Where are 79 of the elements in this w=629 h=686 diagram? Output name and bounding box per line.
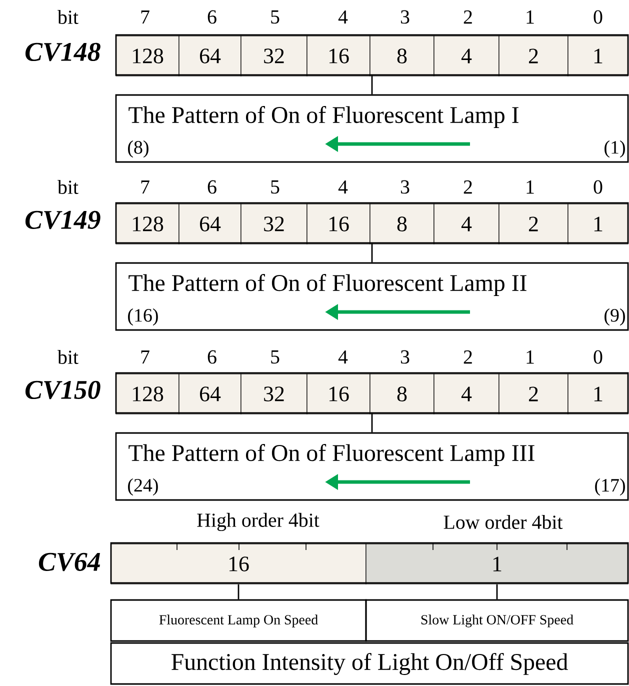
bit-label: 1	[526, 350, 534, 364]
bit-label: 5	[271, 350, 280, 364]
node-label: (24)	[128, 478, 158, 496]
bit-cell: 4	[434, 374, 500, 414]
bit-cell: 4	[434, 36, 500, 76]
bit-cell: 32	[240, 36, 308, 76]
bit-cell: 1	[366, 544, 628, 584]
bit-cell: 32	[240, 204, 308, 244]
node-label: (9)	[604, 308, 625, 326]
bit-label: 2	[464, 10, 472, 24]
register-name: CV150	[26, 380, 100, 400]
bit-label: 2	[464, 350, 472, 364]
node-label: The Pattern of On of Fluorescent Lamp III	[128, 444, 534, 466]
bit-label: 1	[526, 10, 534, 24]
bit-label: 7	[141, 180, 150, 194]
bit-cell: 64	[178, 204, 242, 244]
bit-label: 0	[594, 10, 602, 24]
bit-label: bit	[57, 350, 78, 364]
bit-label: 5	[271, 10, 280, 24]
connector-line	[238, 584, 240, 600]
bit-cell: 8	[370, 204, 434, 244]
bit-label: 7	[141, 10, 150, 24]
bit-cell: 128	[116, 374, 180, 414]
description-box: The Pattern of On of Fluorescent Lamp II (16) (9)	[115, 262, 629, 331]
bit-label: bit	[57, 10, 78, 24]
bit-label: High order 4bit	[197, 512, 320, 532]
bit-cell: 128	[116, 36, 180, 76]
bit-label: 3	[400, 180, 410, 194]
bit-label: bit	[57, 180, 78, 194]
bit-cell: 1	[568, 204, 628, 244]
register-name: CV64	[38, 552, 100, 572]
bit-cell: 64	[178, 374, 242, 414]
node-label: (16)	[128, 308, 158, 326]
bit-label: 4	[338, 10, 348, 24]
description-box: The Pattern of On of Fluorescent Lamp I (8) (1)	[115, 94, 629, 163]
bit-label: 6	[208, 10, 216, 24]
description-box: Function Intensity of Light On/Off Speed	[110, 642, 629, 685]
bit-cell: 1	[568, 36, 628, 76]
bit-cell: 8	[370, 374, 434, 414]
bit-cell: 32	[240, 374, 308, 414]
node-label: The Pattern of On of Fluorescent Lamp I	[128, 106, 518, 128]
node-label: The Pattern of On of Fluorescent Lamp II	[128, 274, 526, 296]
bit-cell: 128	[116, 204, 180, 244]
bit-label: 5	[271, 180, 280, 194]
connector-line	[371, 76, 373, 94]
bit-cell: 16	[306, 204, 370, 244]
bit-cell: 2	[498, 204, 568, 244]
bit-cell: 1	[568, 374, 628, 414]
bit-label: 4	[338, 180, 348, 194]
bit-cell: 16	[306, 374, 370, 414]
bit-label: 4	[338, 350, 348, 364]
bit-cell: 8	[370, 36, 434, 76]
bit-cell: 2	[498, 374, 568, 414]
connector-line	[371, 414, 373, 432]
node-label: (1)	[604, 140, 625, 158]
bit-label: 2	[464, 180, 472, 194]
description-box: Slow Light ON/OFF Speed	[365, 599, 629, 642]
bit-label: 7	[141, 350, 150, 364]
bit-label: 1	[526, 180, 534, 194]
register-name: CV149	[26, 210, 100, 230]
bit-label: Low order 4bit	[444, 514, 563, 529]
bit-cell: 2	[498, 36, 568, 76]
connector-line	[496, 584, 498, 600]
bit-label: 0	[594, 180, 602, 194]
node-label: (8)	[128, 140, 148, 158]
bit-cell: 16	[110, 544, 366, 584]
bit-cell: 4	[434, 204, 500, 244]
node-label: (17)	[595, 478, 625, 496]
bit-label: 0	[594, 350, 602, 364]
bit-label: 6	[208, 180, 216, 194]
bit-label: 3	[400, 10, 410, 24]
description-box: Fluorescent Lamp On Speed	[110, 599, 367, 642]
connector-line	[371, 244, 373, 262]
bit-cell: 64	[178, 36, 242, 76]
bit-label: 6	[208, 350, 216, 364]
description-box: The Pattern of On of Fluorescent Lamp III (24) (17)	[115, 432, 629, 501]
bit-cell: 16	[306, 36, 370, 76]
bit-label: 3	[400, 350, 410, 364]
register-name: CV148	[26, 42, 100, 62]
